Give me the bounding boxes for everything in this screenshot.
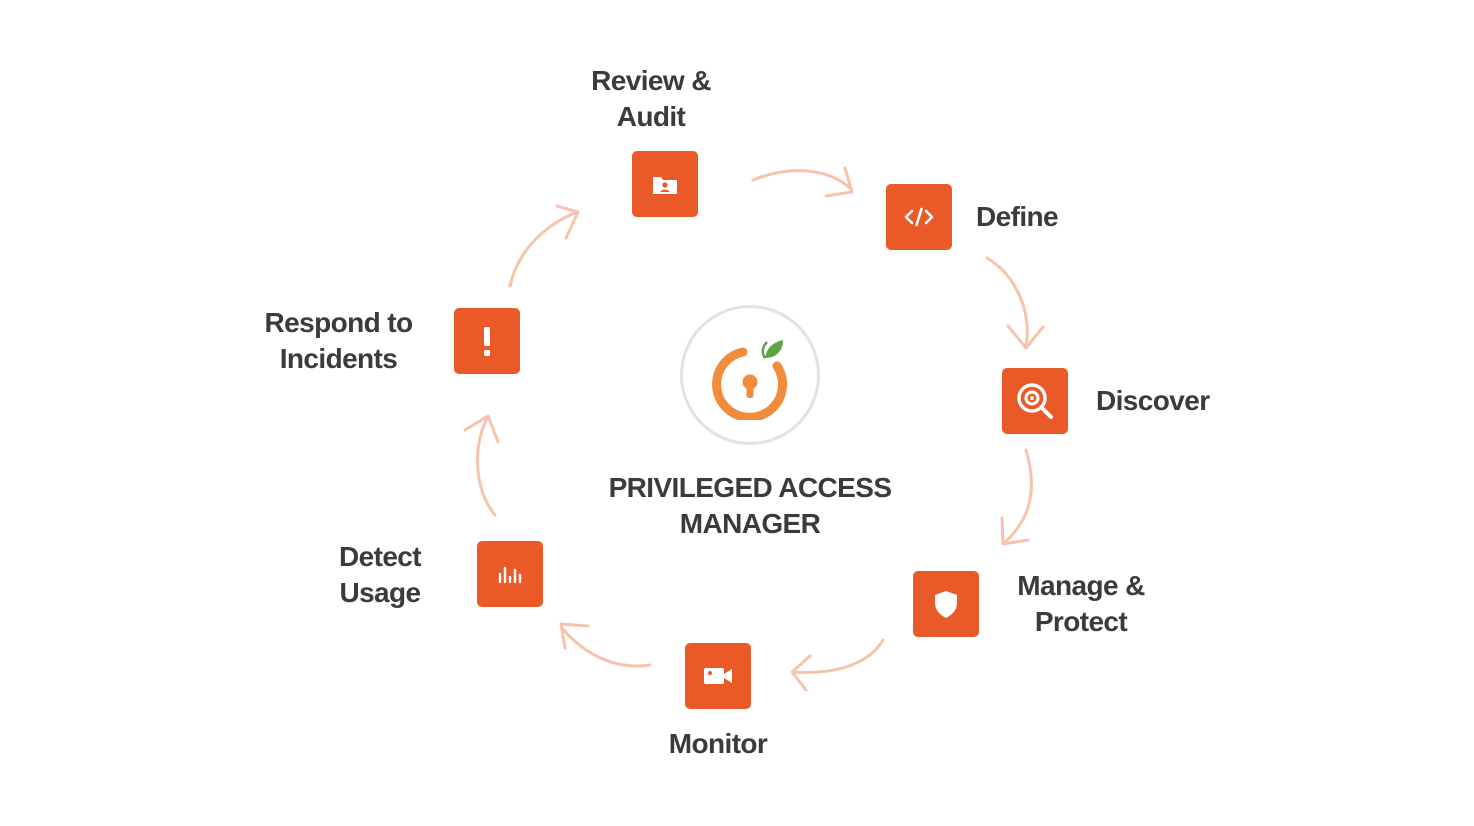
step-box-respond-incidents: [454, 308, 520, 374]
step-label-monitor: Monitor: [633, 726, 803, 762]
shield-icon: [935, 591, 957, 618]
step-box-discover: [1002, 368, 1068, 434]
step-label-define: Define: [976, 199, 1059, 235]
center-title: PRIVILEGED ACCESS MANAGER: [600, 470, 900, 542]
center-logo: [680, 305, 820, 445]
arrow-discover-to-manage: [1002, 448, 1033, 545]
step-box-manage-protect: [913, 571, 979, 637]
step-label-define-line1: Define: [976, 201, 1059, 232]
arrow-respond-to-review: [508, 210, 579, 288]
step-box-define: [886, 184, 952, 250]
step-label-detect-usage: Detect Usage: [300, 539, 460, 611]
arrow-review-to-define: [751, 169, 854, 192]
arrow-manage-to-monitor: [791, 638, 885, 674]
step-label-review-audit: Review & Audit: [566, 63, 736, 135]
step-label-respond-incidents-line1: Respond to: [264, 307, 414, 338]
step-label-respond-incidents: Respond to Incidents: [246, 305, 431, 377]
arrow-manage-to-monitor-head: [790, 654, 812, 692]
arrow-discover-to-manage-head: [1000, 516, 1030, 546]
step-label-detect-usage-line1: Detect: [339, 541, 422, 572]
step-label-monitor-line1: Monitor: [668, 728, 768, 759]
arrow-detect-to-respond-head: [463, 414, 500, 444]
step-label-discover-line1: Discover: [1096, 385, 1210, 416]
step-label-review-audit-line2: Audit: [616, 101, 686, 132]
step-label-detect-usage-line2: Usage: [339, 577, 421, 608]
code-icon: [904, 207, 934, 227]
center-title-line2: MANAGER: [679, 508, 821, 539]
arrow-monitor-to-detect: [560, 626, 652, 668]
step-label-discover: Discover: [1096, 383, 1210, 419]
exclamation-icon: [484, 327, 490, 356]
keyhole-power-logo-icon: [712, 340, 788, 420]
center-title-line1: PRIVILEGED ACCESS: [608, 472, 892, 503]
step-label-manage-protect-line2: Protect: [1034, 606, 1128, 637]
step-label-manage-protect-line1: Manage &: [1017, 570, 1145, 601]
arrow-respond-to-review-head: [555, 204, 580, 240]
bar-chart-icon: [498, 566, 522, 584]
arrow-define-to-discover-head: [1006, 324, 1045, 350]
search-icon: [1017, 383, 1053, 419]
step-label-review-audit-line1: Review &: [591, 65, 711, 96]
step-box-review-audit: [632, 151, 698, 217]
arrow-define-to-discover: [985, 256, 1029, 349]
arrow-detect-to-respond: [476, 416, 497, 517]
folder-user-icon: [653, 177, 677, 194]
arrow-review-to-define-head: [824, 166, 854, 198]
arrow-monitor-to-detect-head: [559, 622, 590, 650]
video-camera-icon: [704, 668, 732, 684]
step-label-manage-protect: Manage & Protect: [996, 568, 1166, 640]
step-box-detect-usage: [477, 541, 543, 607]
step-box-monitor: [685, 643, 751, 709]
step-label-respond-incidents-line2: Incidents: [279, 343, 398, 374]
